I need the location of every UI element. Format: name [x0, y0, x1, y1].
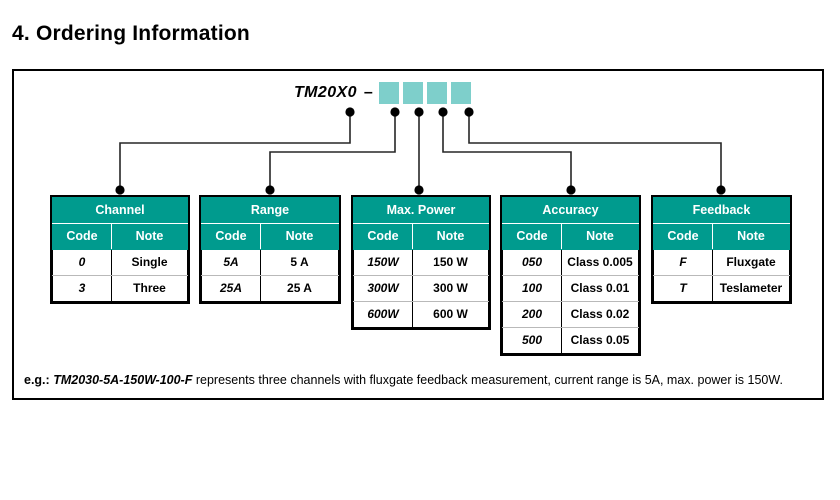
column-header-note: Note — [260, 223, 339, 250]
part-number-slot-2[interactable] — [402, 82, 423, 104]
cell-code: 100 — [502, 275, 562, 302]
cell-code: 150W — [353, 249, 413, 276]
table-row: 150W 150 W — [353, 249, 489, 276]
cell-note: 600 W — [412, 301, 489, 328]
table-row: 600W 600 W — [353, 301, 489, 328]
cell-note: Teslameter — [712, 275, 790, 302]
table-group-header: Range — [201, 197, 339, 224]
table-group-header: Max. Power — [353, 197, 489, 224]
cell-note: Class 0.05 — [561, 327, 639, 354]
column-header-note: Note — [412, 223, 489, 250]
part-number-builder: TM20X0 – — [294, 82, 471, 104]
table-row: 5A 5 A — [201, 249, 339, 276]
table-row: 050 Class 0.005 — [502, 249, 639, 276]
cell-note: Class 0.005 — [561, 249, 639, 276]
cell-code: 200 — [502, 301, 562, 328]
option-table-feedback: Feedback Code Note F Fluxgate T Teslamet… — [651, 195, 792, 304]
cell-code: T — [653, 275, 713, 302]
option-table-max-power: Max. Power Code Note 150W 150 W 300W 300… — [351, 195, 491, 330]
example-note: e.g.: TM2030-5A-150W-100-F represents th… — [24, 372, 783, 388]
cell-note: 5 A — [260, 249, 339, 276]
column-header-code: Code — [353, 223, 413, 250]
table-group-header: Feedback — [653, 197, 790, 224]
cell-code: 500 — [502, 327, 562, 354]
cell-note: Class 0.01 — [561, 275, 639, 302]
example-label: e.g.: — [24, 373, 50, 387]
option-table-range: Range Code Note 5A 5 A 25A 25 A — [199, 195, 341, 304]
cell-code: 600W — [353, 301, 413, 328]
table-row: 200 Class 0.02 — [502, 301, 639, 328]
cell-note: 25 A — [260, 275, 339, 302]
cell-code: 5A — [201, 249, 261, 276]
cell-code: 3 — [52, 275, 112, 302]
column-header-note: Note — [111, 223, 188, 250]
cell-code: 0 — [52, 249, 112, 276]
part-number-base: TM20X0 — [294, 84, 357, 101]
table-group-header: Channel — [52, 197, 188, 224]
cell-note: Three — [111, 275, 188, 302]
cell-note: Single — [111, 249, 188, 276]
table-group-header: Accuracy — [502, 197, 639, 224]
table-row: 300W 300 W — [353, 275, 489, 302]
column-header-code: Code — [52, 223, 112, 250]
part-number-slot-4[interactable] — [450, 82, 471, 104]
page-title: 4. Ordering Information — [12, 22, 250, 45]
cell-code: 300W — [353, 275, 413, 302]
option-table-channel: Channel Code Note 0 Single 3 Three — [50, 195, 190, 304]
cell-note: 150 W — [412, 249, 489, 276]
cell-code: 050 — [502, 249, 562, 276]
example-description: represents three channels with fluxgate … — [195, 373, 783, 387]
cell-code: F — [653, 249, 713, 276]
table-row: T Teslameter — [653, 275, 790, 302]
column-header-code: Code — [502, 223, 562, 250]
table-row: 3 Three — [52, 275, 188, 302]
column-header-code: Code — [201, 223, 261, 250]
cell-code: 25A — [201, 275, 261, 302]
part-number-slot-1[interactable] — [378, 82, 399, 104]
column-header-note: Note — [712, 223, 790, 250]
example-part-number: TM2030-5A-150W-100-F — [53, 373, 193, 387]
cell-note: Fluxgate — [712, 249, 790, 276]
option-table-accuracy: Accuracy Code Note 050 Class 0.005 100 C… — [500, 195, 641, 356]
column-header-note: Note — [561, 223, 639, 250]
table-row: F Fluxgate — [653, 249, 790, 276]
column-header-code: Code — [653, 223, 713, 250]
table-row: 0 Single — [52, 249, 188, 276]
cell-note: 300 W — [412, 275, 489, 302]
part-number-separator: – — [363, 84, 373, 101]
part-number-slot-3[interactable] — [426, 82, 447, 104]
table-row: 500 Class 0.05 — [502, 327, 639, 354]
table-row: 100 Class 0.01 — [502, 275, 639, 302]
cell-note: Class 0.02 — [561, 301, 639, 328]
table-row: 25A 25 A — [201, 275, 339, 302]
